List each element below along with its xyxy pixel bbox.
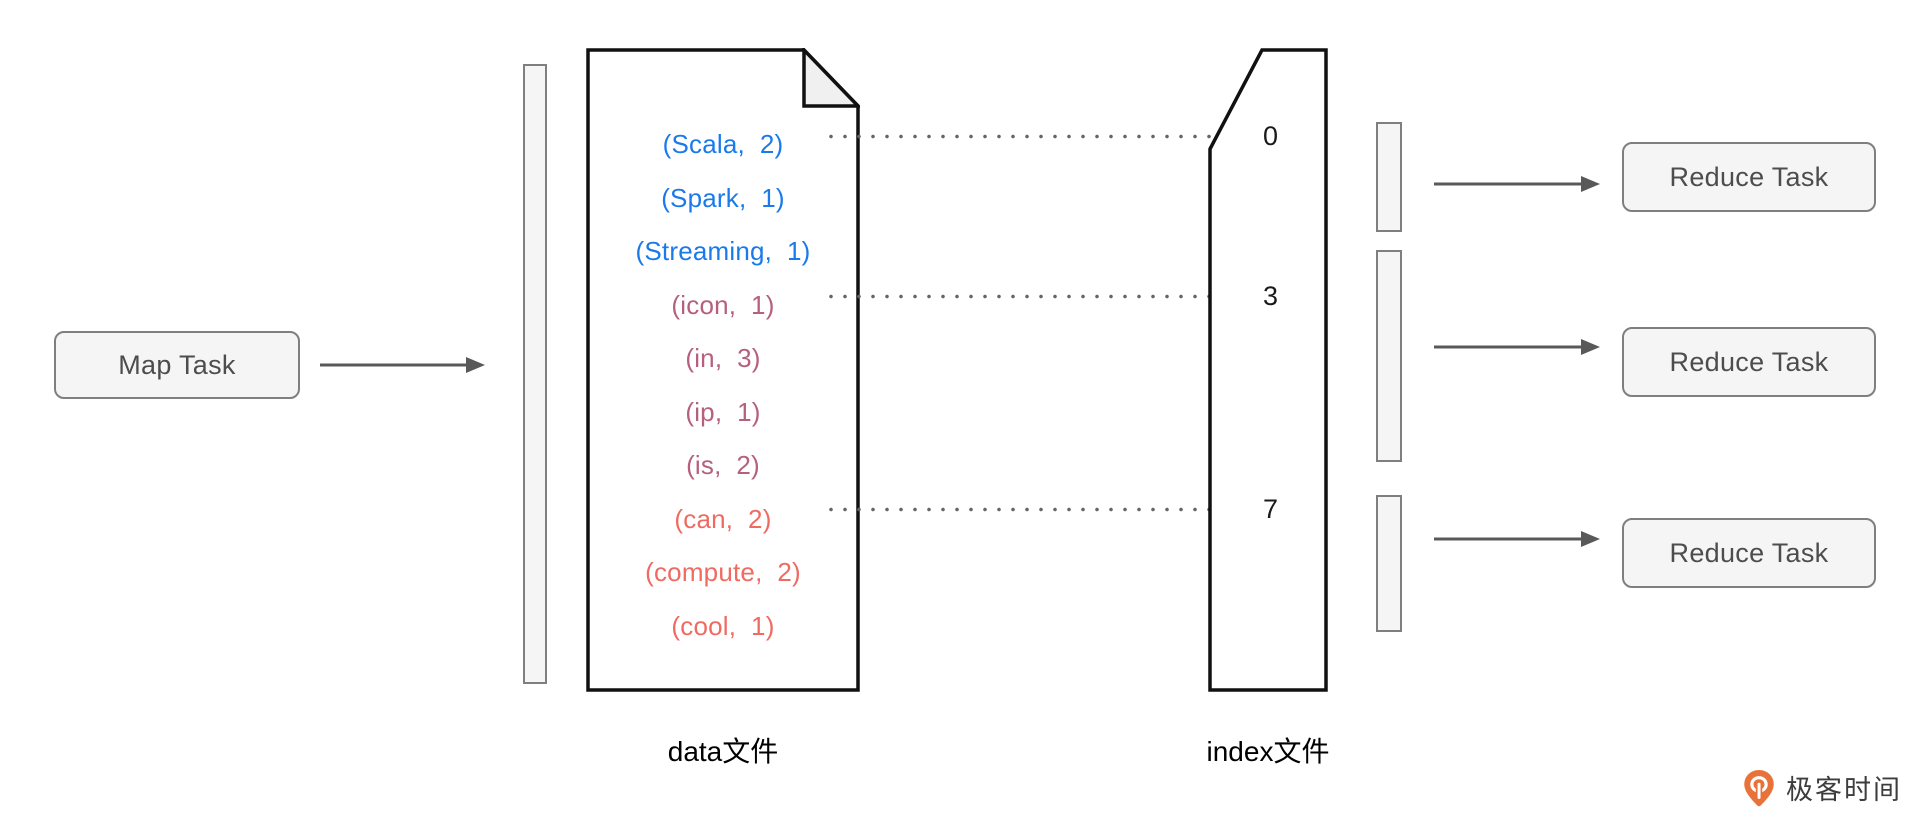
index-file-shape	[1208, 48, 1328, 692]
dotted-connector-offset-7	[824, 507, 1244, 512]
data-file-entry: (ip, 1)	[685, 396, 761, 427]
index-offset-value: 0	[1263, 121, 1279, 151]
shuffle-buffer-bar-left	[523, 64, 547, 684]
data-file-entry: (is, 2)	[686, 450, 760, 480]
data-file-caption: data文件	[667, 736, 779, 767]
data-file-entry: (Spark, 1)	[661, 182, 785, 213]
data-file-entry: (compute, 2)	[645, 557, 801, 587]
index-file-caption: index文件	[1206, 736, 1330, 767]
geekbang-pin-icon	[1744, 769, 1774, 806]
partition-bar-1	[1376, 122, 1402, 232]
reduce-task-box-1[interactable]: Reduce Task	[1622, 142, 1876, 212]
partition-bar-2	[1376, 250, 1402, 462]
reduce-task-label: Reduce Task	[1669, 346, 1829, 377]
dotted-connector-offset-0	[824, 134, 1244, 139]
reduce-task-box-2[interactable]: Reduce Task	[1622, 327, 1876, 397]
watermark: 极客时间	[1742, 768, 1902, 807]
data-file-entry: (in, 3)	[685, 343, 761, 373]
map-task-label: Map Task	[118, 349, 236, 380]
reduce-task-label: Reduce Task	[1669, 161, 1829, 192]
data-file-entry: (can, 2)	[674, 503, 772, 534]
partition-bar-3	[1376, 495, 1402, 632]
reduce-task-box-3[interactable]: Reduce Task	[1622, 518, 1876, 588]
data-file-entry: (icon, 1)	[671, 289, 775, 320]
arrow-map-to-data	[320, 350, 485, 380]
data-file-shape	[586, 48, 860, 692]
arrow-to-reduce-task-3	[1434, 524, 1600, 554]
arrow-to-reduce-task-2	[1434, 332, 1600, 362]
index-offset-value: 7	[1263, 494, 1279, 524]
watermark-text: 极客时间	[1786, 775, 1902, 806]
data-file-entry: (Scala, 2)	[662, 129, 784, 159]
map-task-box[interactable]: Map Task	[54, 331, 300, 399]
dotted-connector-offset-3	[824, 294, 1244, 299]
reduce-task-label: Reduce Task	[1669, 537, 1829, 568]
data-file-entry: (cool, 1)	[671, 610, 775, 641]
arrow-to-reduce-task-1	[1434, 169, 1600, 199]
data-file-entry: (Streaming, 1)	[635, 236, 811, 266]
data-file-entry-list: (Scala, 2) (Spark, 1) (Streaming, 1) (ic…	[588, 118, 858, 653]
index-offset-value: 3	[1263, 281, 1279, 311]
